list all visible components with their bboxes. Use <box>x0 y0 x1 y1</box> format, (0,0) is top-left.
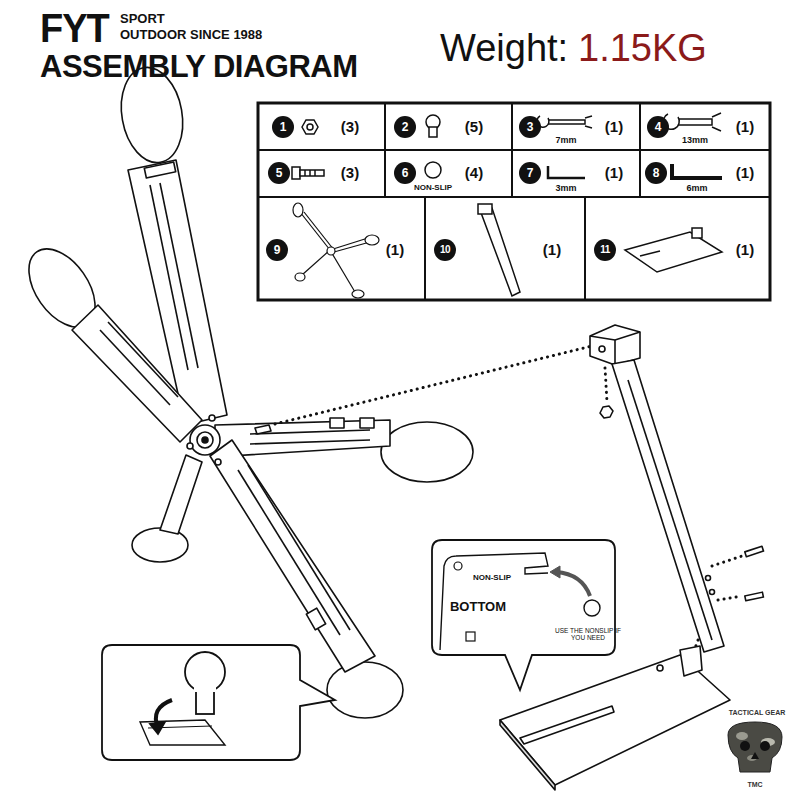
callout-number: 3 <box>519 116 541 138</box>
brand-tagline: SPORT <box>120 12 165 26</box>
quantity-cell: (1) <box>386 242 404 259</box>
size-label: 7mm <box>555 136 576 146</box>
part-note: NON-SLIP <box>473 574 511 583</box>
brand-logo: FYT <box>40 7 109 51</box>
quantity-cell: (1) <box>736 242 754 259</box>
callout-number: 10 <box>434 239 456 261</box>
quantity-cell: (1) <box>543 242 561 259</box>
callout-number: 4 <box>647 116 669 138</box>
watermark: TMC <box>747 781 762 789</box>
callout-number: 9 <box>266 239 288 261</box>
quantity-cell: (1) <box>736 119 754 136</box>
diagram-title: ASSEMBLY DIAGRAM <box>40 50 358 84</box>
brand-tagline: OUTDOOR SINCE 1988 <box>120 28 262 42</box>
callout-number: 11 <box>594 239 616 261</box>
callout-number: 7 <box>519 162 541 184</box>
weight-value: 1.15KG <box>578 28 707 70</box>
part-note: NON-SLIP <box>414 184 452 193</box>
callout-number: 2 <box>394 116 416 138</box>
callout-number: 1 <box>272 116 294 138</box>
callout-number: 8 <box>645 162 667 184</box>
part-note: BOTTOM <box>450 600 506 614</box>
weight-label: Weight: <box>440 28 568 70</box>
callout-number: 5 <box>268 162 290 184</box>
quantity-cell: (1) <box>605 165 623 182</box>
size-label: 13mm <box>682 136 708 146</box>
size-label: 6mm <box>686 184 707 194</box>
quantity-cell: (1) <box>605 119 623 136</box>
callout-number: 6 <box>394 162 416 184</box>
quantity-cell: (1) <box>736 165 754 182</box>
quantity-cell: (3) <box>341 165 359 182</box>
watermark: TACTICAL GEAR <box>729 709 786 717</box>
instruction-note: USE THE NONSLIP IF YOU NEED <box>552 627 624 642</box>
quantity-cell: (4) <box>465 165 483 182</box>
quantity-cell: (3) <box>341 119 359 136</box>
quantity-cell: (5) <box>465 119 483 136</box>
size-label: 3mm <box>555 184 576 194</box>
